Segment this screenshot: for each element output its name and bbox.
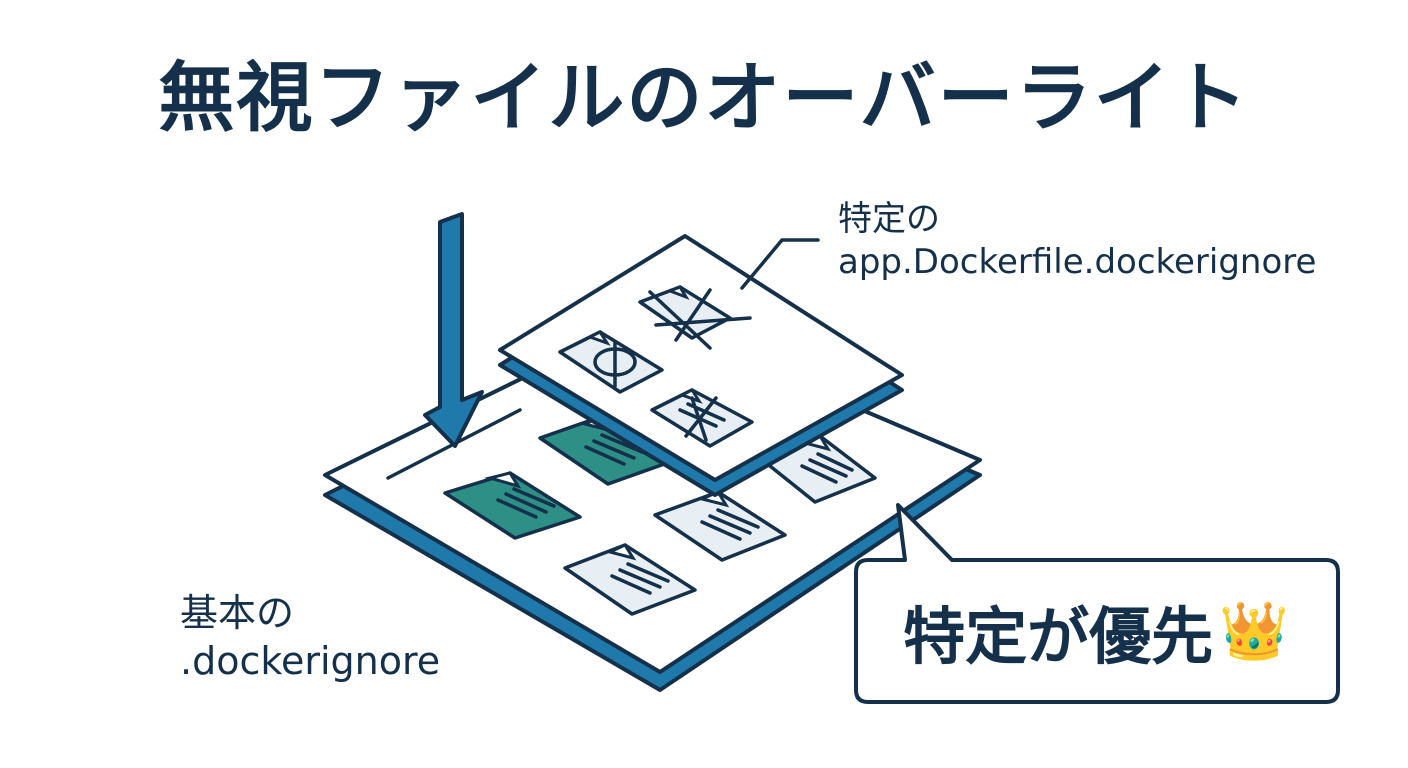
base-doc-4	[653, 490, 787, 562]
specific-layer-label-filename: app.Dockerfile.dockerignore	[838, 241, 1317, 282]
specific-doc-excluded-2	[650, 388, 754, 448]
crown-icon: 👑	[1219, 599, 1289, 664]
base-layer-label-filename: .dockerignore	[180, 638, 441, 683]
specific-doc-included	[558, 330, 664, 394]
specific-layer-label-line1: 特定の	[838, 199, 940, 239]
base-layer-label: 基本の .dockerignore	[180, 590, 440, 685]
specific-layer	[498, 234, 904, 497]
base-layer-label-line1: 基本の	[180, 591, 295, 635]
callout-bubble	[854, 503, 1340, 704]
specific-label-leader	[740, 238, 820, 290]
callout-text: 特定が優先	[903, 600, 1214, 673]
base-doc-3	[563, 543, 697, 616]
page-title: 無視ファイルのオーバーライト	[158, 53, 1250, 142]
specific-layer-top	[498, 234, 904, 482]
base-doc-1	[443, 471, 582, 540]
specific-doc-excluded-1	[638, 285, 752, 350]
specific-layer-label: 特定の app.Dockerfile.dockerignore	[838, 198, 1316, 283]
priority-arrow	[423, 212, 484, 448]
callout-text-box: 特定が優先 👑	[855, 560, 1337, 702]
